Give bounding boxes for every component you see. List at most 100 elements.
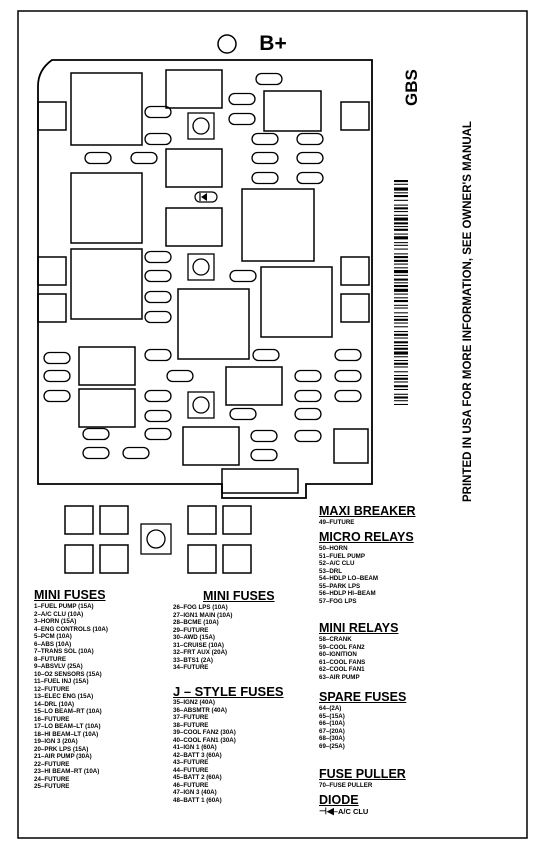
printed-notice: PRINTED IN USA FOR MORE INFORMATION, SEE… (462, 121, 474, 502)
mini-fuses-left-list: MINI FUSES 1–FUEL PUMP (15A)2–A/C CLU (1… (34, 588, 108, 791)
maxi-breaker-title: MAXI BREAKER (319, 504, 416, 518)
relay-60 (241, 188, 315, 262)
mini-fuses-mid-item: 29–FUTURE (173, 626, 209, 634)
mini-fuses-mid-title: MINI FUSES (203, 589, 275, 603)
fuse-pill-11 (296, 151, 324, 165)
mini-fuses-left-item: 5–PCM (10A) (34, 633, 72, 640)
spare-fuses-item: 67–(20A) (319, 727, 345, 735)
mini-fuses-mid-item: 26–FOG LPS (10A) (173, 604, 228, 611)
mini-fuses-left-item: 1–FUEL PUMP (15A) (34, 603, 94, 610)
mini-fuses-left-item: 24–FUTURE (34, 775, 70, 783)
j-fuse-41 (64, 505, 94, 535)
j-fuse-43 (187, 505, 217, 535)
mini-fuses-left-item: 20–PRK LPS (15A) (34, 745, 89, 753)
bolt-icon (140, 523, 172, 555)
mini-fuses-left-item: 11–FUEL INJ (15A) (34, 678, 89, 685)
fuse-pill-67 (334, 369, 362, 383)
j-style-fuses-list: J – STYLE FUSES 35–IGN2 (40A)36–ABSMTR (… (173, 684, 284, 804)
j-style-fuses-item: 42–BATT 3 (60A) (173, 751, 222, 759)
j-fuse-boxes (37, 101, 370, 574)
j-style-fuses-item: 39–COOL FAN2 (30A) (173, 729, 236, 736)
relay-56 (78, 388, 136, 428)
j-style-fuses-item: 41–IGN 1 (60A) (173, 744, 217, 751)
j-style-fuses-item: 43–FUTURE (173, 759, 209, 766)
j-fuse-48 (222, 544, 252, 574)
barcode (394, 180, 408, 405)
diode-list: DIODE ⊣◀–A/C CLU (319, 793, 369, 816)
mini-fuses-left-item: 15–LO BEAM–RT (10A) (34, 708, 102, 715)
bolt-icon (187, 253, 215, 281)
relay-boxes (70, 69, 333, 494)
fuse-puller-70 (333, 428, 369, 464)
relay-50 (165, 69, 223, 109)
mini-relays-item: 60–IGNITION (319, 651, 357, 658)
maxi-breaker-list: MAXI BREAKER 49–FUTURE (319, 504, 416, 527)
micro-relays-item: 54–HDLP LO–BEAM (319, 575, 379, 582)
diode-symbol-icon: ⊣◀ (319, 806, 334, 816)
fuse-pill-25 (144, 409, 172, 423)
relay-52 (165, 148, 223, 188)
mini-fuses-left-item: 7–TRANS SOL (10A) (34, 648, 94, 655)
bolt-icon (187, 112, 215, 140)
mini-fuses-left-item: 9–ABSVLV (25A) (34, 663, 83, 670)
relay-54 (78, 346, 136, 386)
fuse-pill-32 (82, 446, 110, 460)
mini-fuses-left-item: 25–FUTURE (34, 783, 70, 790)
fuse-pill-15 (144, 269, 172, 283)
fuse-pill-3 (144, 105, 172, 119)
j-style-fuses-item: 36–ABSMTR (40A) (173, 706, 227, 714)
mini-fuses-left-item: 2–A/C CLU (10A) (34, 610, 84, 618)
j-fuse-36 (340, 101, 370, 131)
fuse-pill-28 (82, 427, 110, 441)
mini-fuses-left-item: 21–AIR PUMP (30A) (34, 753, 92, 760)
fuse-pill-1 (255, 72, 283, 86)
mini-fuses-left-item: 23–HI BEAM–RT (10A) (34, 768, 100, 775)
diode-item: A/C CLU (337, 807, 369, 816)
mini-fuses-left-item: 13–ELEC ENG (15A) (34, 693, 94, 700)
label-border (17, 10, 528, 839)
mini-fuses-mid-items: 26–FOG LPS (10A)27–IGN1 MAIN (10A)28–BCM… (173, 604, 275, 672)
mini-fuses-mid-item: 33–BTS1 (2A) (173, 656, 213, 664)
micro-relays-item: 57–FOG LPS (319, 597, 357, 605)
spare-fuses-item: 65–(15A) (319, 712, 345, 720)
j-style-fuses-item: 35–IGN2 (40A) (173, 699, 215, 706)
relay-53 (165, 207, 223, 247)
fuse-pill-19 (144, 348, 172, 362)
relay-59 (70, 172, 143, 244)
fuse-pill-13 (296, 171, 324, 185)
fuse-pill-6 (251, 132, 279, 146)
mini-relays-title: MINI RELAYS (319, 621, 399, 635)
j-fuse-37 (37, 256, 67, 286)
relay-58 (70, 72, 143, 146)
mini-fuses-mid-item: 27–IGN1 MAIN (10A) (173, 611, 233, 619)
mini-fuses-left-item: 4–ENG CONTROLS (10A) (34, 625, 108, 633)
mini-fuses-left-item: 22–FUTURE (34, 760, 70, 768)
j-style-fuses-title: J – STYLE FUSES (173, 684, 284, 699)
fuse-pill-69 (334, 389, 362, 403)
j-fuse-39 (37, 293, 67, 323)
diode-icon (194, 191, 218, 203)
fuse-pill-4 (228, 112, 256, 126)
mini-fuses-left-title: MINI FUSES (34, 588, 106, 602)
mini-fuses-left-item: 19–IGN 3 (20A) (34, 738, 78, 745)
mini-fuses-mid-list: MINI FUSES 26–FOG LPS (10A)27–IGN1 MAIN … (173, 589, 275, 672)
fuse-pill-29 (144, 427, 172, 441)
mini-fuses-left-item: 6–ABS (10A) (34, 640, 72, 648)
fuse-pill-68 (43, 389, 71, 403)
relay-61 (70, 248, 143, 320)
mini-relays-item: 61–COOL FANS (319, 658, 366, 666)
fuse-block-outline (37, 59, 373, 499)
spare-fuses-item: 69–(25A) (319, 742, 345, 750)
fuse-pill-30 (250, 429, 278, 443)
j-style-fuses-item: 48–BATT 1 (60A) (173, 796, 222, 804)
fuse-puller-item: 70–FUSE PULLER (319, 782, 373, 789)
diode-title: DIODE (319, 793, 359, 807)
fuse-pill-24 (294, 389, 322, 403)
fuse-pill-9 (130, 151, 158, 165)
j-fuse-42 (99, 505, 129, 535)
relay-63 (177, 288, 250, 360)
fuse-pill-21 (166, 369, 194, 383)
relay-57 (182, 426, 240, 466)
fuse-pill-20 (252, 348, 280, 362)
